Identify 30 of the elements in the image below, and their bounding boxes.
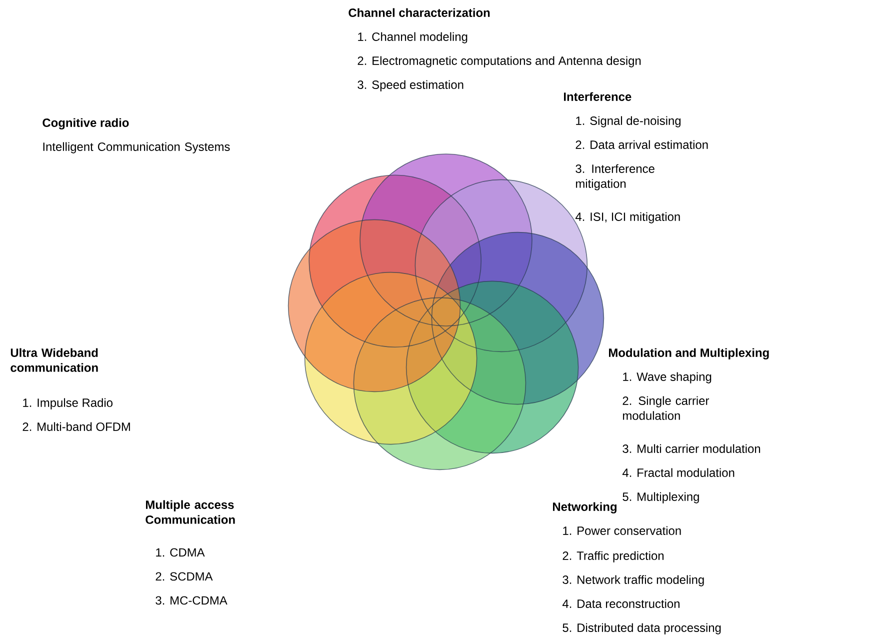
list-item: 2. Traffic prediction — [562, 551, 664, 562]
list-item: 2. Multi-band OFDM — [22, 422, 130, 431]
list-item: 4. ISI, ICI mitigation — [575, 212, 680, 224]
list-item: 1. Signal de-noising — [576, 116, 681, 128]
list-item: 5. Distributed data processing — [562, 623, 721, 634]
list-item: 5. Multiplexing — [622, 492, 699, 504]
list-item: 3. Multi carrier modulation — [622, 444, 760, 453]
list-item: 1. CDMA — [156, 548, 205, 557]
list-item: 2. Data arrival estimation — [576, 140, 708, 149]
list-item: 2. SCDMA — [156, 572, 213, 581]
list-item: 1. Power conservation — [563, 526, 681, 535]
category-heading: Networking — [553, 502, 616, 514]
list-item: 1. Channel modeling — [358, 32, 468, 44]
list-item: 3. Network traffic modeling — [562, 575, 704, 586]
list-item: 3. Interference mitigation — [576, 164, 654, 190]
list-item: 4. Fractal modulation — [622, 468, 734, 477]
list-item: 4. Data reconstruction — [562, 599, 680, 608]
category-heading: Multiple access Communication — [146, 500, 235, 524]
category-heading: Interference — [564, 92, 632, 101]
list-item: 1. Wave shaping — [623, 372, 712, 384]
list-item: 1. Impulse Radio — [23, 398, 112, 410]
category-heading: Ultra Wideband communication — [10, 348, 98, 372]
category-heading: Channel characterization — [348, 8, 490, 17]
category-heading: Cognitive radio — [42, 118, 129, 130]
description-text: Intelligent Communication Systems — [43, 142, 230, 154]
category-heading: Modulation and Multiplexing — [609, 348, 769, 360]
list-item: 2. Single carrier modulation — [622, 396, 710, 420]
list-item: 3. Speed estimation — [358, 80, 464, 92]
list-item: 3. MC-CDMA — [156, 596, 228, 605]
list-item: 2. Electromagnetic computations and Antenna design — [358, 56, 641, 68]
